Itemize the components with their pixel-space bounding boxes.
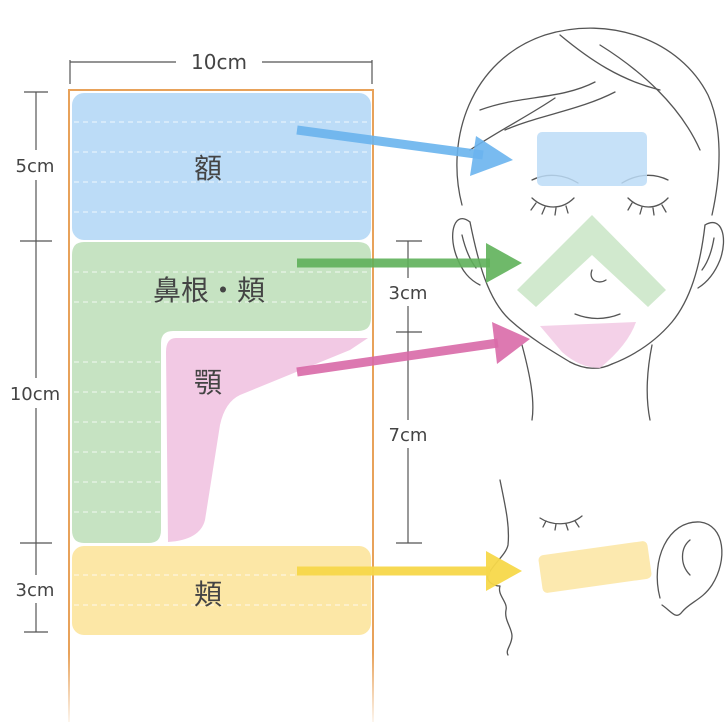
dim-middle-height: 10cm — [10, 384, 60, 405]
face-nose-cheek-patch — [517, 215, 666, 307]
forehead-label: 額 — [194, 152, 222, 185]
nose-cheek-region — [72, 242, 371, 543]
dim-nose-height: 3cm — [389, 283, 428, 304]
width-dimension — [69, 60, 373, 84]
forehead-region — [72, 93, 371, 240]
dim-chin-height: 7cm — [389, 425, 428, 446]
cheek-label: 頬 — [194, 578, 222, 611]
arrow-forehead — [296, 125, 513, 176]
arrow-chin — [296, 322, 530, 377]
dim-forehead-height: 5cm — [16, 156, 55, 177]
chin-label: 顎 — [194, 366, 222, 399]
face-profile-drawing — [487, 479, 723, 656]
arrow-cheek — [297, 551, 522, 591]
face-cheek-patch — [538, 541, 652, 593]
dim-cheek-height: 3cm — [16, 580, 55, 601]
face-front-drawing — [452, 27, 725, 421]
chin-region — [166, 338, 368, 542]
cheek-region — [72, 546, 371, 635]
sheet-border — [68, 89, 374, 722]
nose-cheek-label: 鼻根・頬 — [153, 274, 265, 307]
face-chin-patch — [540, 322, 636, 368]
arrow-nose-cheek — [297, 243, 522, 283]
width-label: 10cm — [191, 50, 247, 74]
left-dimension — [20, 91, 52, 633]
face-forehead-patch — [537, 132, 647, 186]
